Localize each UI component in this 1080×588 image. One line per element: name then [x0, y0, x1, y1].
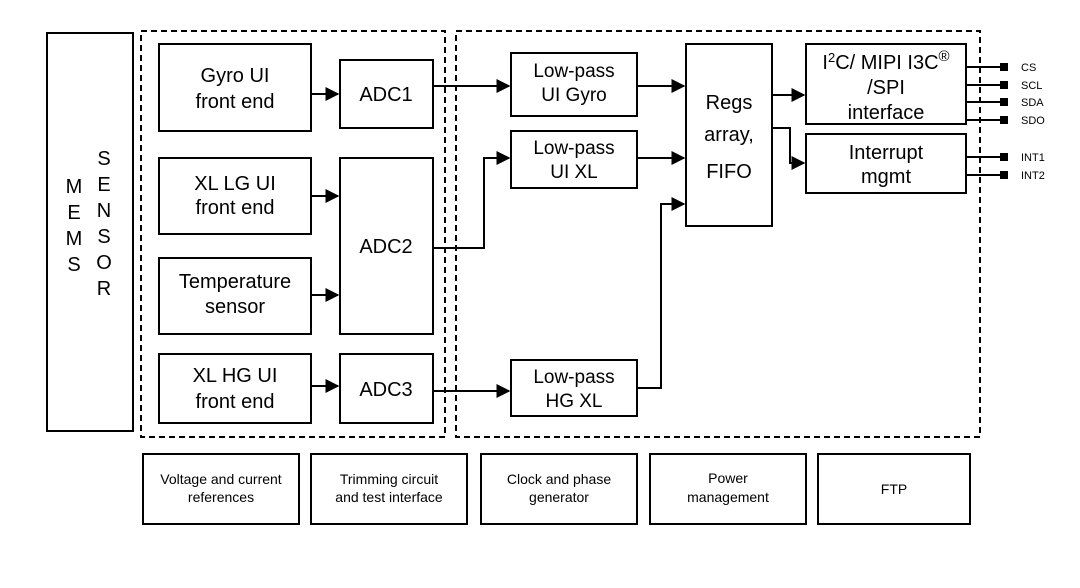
adc1-block: ADC1	[339, 59, 434, 129]
xl-lg-front-end-block: XL LG UI front end	[158, 157, 312, 235]
mems-letter: E	[67, 202, 80, 224]
lowpass-xl-block: Low-pass UI XL	[510, 130, 638, 189]
svg-text:Low-pass: Low-pass	[533, 61, 614, 82]
svg-text:management: management	[687, 489, 769, 505]
svg-text:generator: generator	[529, 489, 589, 505]
svg-text:UI Gyro: UI Gyro	[541, 85, 606, 106]
gyro-front-end-block: Gyro UI front end	[158, 43, 312, 132]
svg-text:/SPI: /SPI	[867, 77, 905, 99]
svg-text:references: references	[188, 489, 254, 505]
svg-text:Clock and phase: Clock and phase	[507, 471, 612, 487]
arrow-adc2-to-lp-xl	[433, 151, 511, 249]
pin-label-cs: CS	[1021, 62, 1036, 74]
svg-text:array,: array,	[704, 124, 754, 146]
sensor-letter: E	[97, 174, 110, 196]
svg-text:front end: front end	[196, 91, 275, 113]
sensor-letter: N	[97, 200, 111, 222]
svg-text:Temperature: Temperature	[179, 271, 291, 293]
svg-text:Interrupt: Interrupt	[849, 142, 924, 164]
svg-text:mgmt: mgmt	[861, 166, 911, 188]
pin-square-int1	[1000, 153, 1008, 161]
svg-text:Regs: Regs	[706, 92, 753, 114]
mems-sensor-block: M E M S S E N S O R	[46, 32, 134, 432]
pin-square-sda	[1000, 98, 1008, 106]
svg-text:Trimming circuit: Trimming circuit	[340, 471, 438, 487]
svg-text:ADC3: ADC3	[359, 379, 412, 401]
analog-section-border	[140, 30, 446, 438]
interrupt-mgmt-block: Interrupt mgmt	[805, 133, 967, 194]
svg-text:Power: Power	[708, 470, 748, 486]
voltage-references-block: Voltage and current references	[142, 453, 300, 525]
clock-phase-generator-block: Clock and phase generator	[480, 453, 638, 525]
svg-text:ADC2: ADC2	[359, 236, 412, 258]
svg-text:Low-pass: Low-pass	[533, 138, 614, 159]
svg-text:ADC1: ADC1	[359, 84, 412, 106]
svg-text:FTP: FTP	[881, 481, 907, 497]
pin-square-cs	[1000, 63, 1008, 71]
svg-text:Gyro UI: Gyro UI	[201, 65, 270, 87]
sensor-letter: R	[97, 278, 111, 300]
svg-text:and test interface: and test interface	[335, 489, 443, 505]
mems-letter: S	[67, 254, 80, 276]
arrow-lp-hg-to-regs	[637, 197, 686, 389]
svg-text:UI XL: UI XL	[550, 162, 598, 183]
pin-square-int2	[1000, 171, 1008, 179]
svg-text:interface: interface	[848, 102, 925, 124]
pin-label-int1: INT1	[1021, 152, 1045, 164]
svg-text:FIFO: FIFO	[706, 161, 752, 183]
mems-letter: M	[66, 228, 83, 250]
svg-text:front end: front end	[196, 391, 275, 413]
svg-text:sensor: sensor	[205, 296, 265, 318]
lowpass-hg-block: Low-pass HG XL	[510, 359, 638, 417]
pin-square-scl	[1000, 81, 1008, 89]
adc3-block: ADC3	[339, 353, 434, 424]
ftp-block: FTP	[817, 453, 971, 525]
regs-fifo-block: Regs array, FIFO	[685, 43, 773, 227]
power-management-block: Power management	[649, 453, 807, 525]
svg-text:XL LG UI: XL LG UI	[194, 173, 276, 195]
trimming-circuit-block: Trimming circuit and test interface	[310, 453, 468, 525]
svg-text:front end: front end	[196, 197, 275, 219]
mems-letter: M	[66, 176, 83, 198]
xl-hg-front-end-block: XL HG UI front end	[158, 353, 312, 424]
svg-text:Low-pass: Low-pass	[533, 367, 614, 388]
sensor-letter: S	[97, 226, 110, 248]
temperature-sensor-block: Temperature sensor	[158, 257, 312, 335]
pin-square-sdo	[1000, 116, 1008, 124]
svg-text:Voltage and current: Voltage and current	[160, 471, 282, 487]
serial-interface-block: I2C/ MIPI I3C® /SPI interface	[805, 43, 967, 125]
adc2-block: ADC2	[339, 157, 434, 335]
pin-label-scl: SCL	[1021, 80, 1042, 92]
sensor-letter: S	[97, 148, 110, 170]
svg-text:HG XL: HG XL	[545, 391, 602, 412]
arrow-regs-to-interrupt	[772, 127, 806, 170]
lowpass-gyro-block: Low-pass UI Gyro	[510, 52, 638, 117]
pin-label-sdo: SDO	[1021, 115, 1045, 127]
svg-text:XL HG UI: XL HG UI	[193, 365, 278, 387]
interface-line1: I2C/ MIPI I3C®	[822, 48, 949, 74]
digital-section-border	[455, 30, 981, 438]
pin-label-int2: INT2	[1021, 170, 1045, 182]
sensor-letter: O	[96, 252, 112, 274]
pin-label-sda: SDA	[1021, 97, 1044, 109]
